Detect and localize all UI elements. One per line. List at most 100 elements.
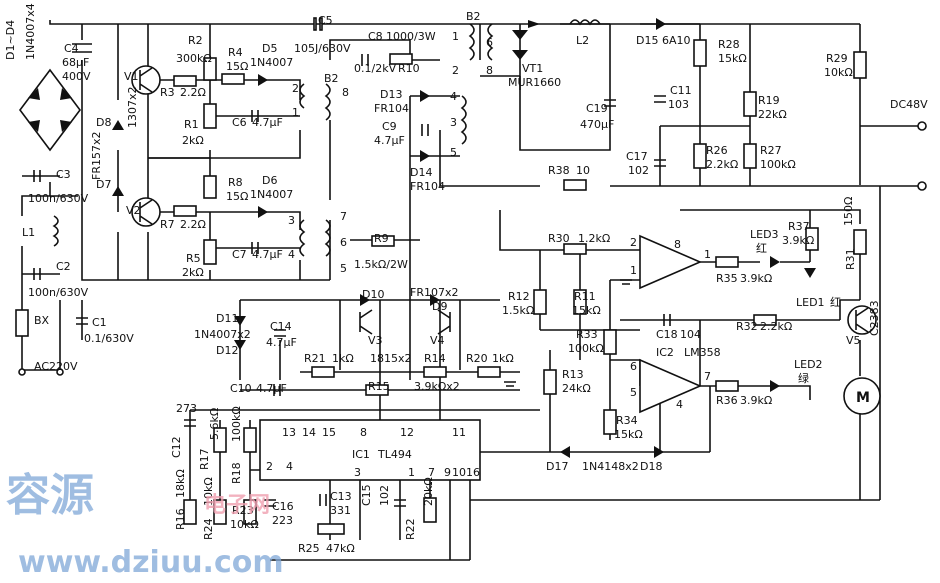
component-label: 1kΩ xyxy=(492,352,514,365)
component-label: LED2 xyxy=(794,358,823,371)
component-label: R16 xyxy=(174,508,187,530)
component-label: 3.9kΩx2 xyxy=(414,380,460,393)
component-label: R31 xyxy=(844,248,857,270)
component-label: 470μF xyxy=(580,118,614,131)
component-label: 4.7μF xyxy=(266,336,297,349)
component-label: 4.7μF xyxy=(374,134,405,147)
component-label: C10 xyxy=(230,382,252,395)
component-label: 红 xyxy=(756,242,767,255)
component-label: FR104 xyxy=(374,102,409,115)
component-label: 1.2kΩ xyxy=(578,232,610,245)
component-label: 绿 xyxy=(798,371,809,385)
capacitor-c19 xyxy=(604,99,616,107)
resistor-r31 xyxy=(853,229,867,255)
led-led3 xyxy=(770,256,780,268)
transistor-v3 xyxy=(359,309,373,335)
component-label: 3.9kΩ xyxy=(782,234,814,247)
capacitor-c5 xyxy=(313,17,323,31)
pin-tl494-3: 3 xyxy=(354,466,361,479)
component-label: 0.1/2kV xyxy=(354,62,397,75)
transistor-v1 xyxy=(131,65,161,95)
component-label: R10 xyxy=(398,62,420,75)
resistor-r30 xyxy=(563,243,587,255)
pin-b2-center-3: 3 xyxy=(450,116,457,129)
component-label: 102 xyxy=(628,164,649,177)
component-label: VT1 xyxy=(522,62,543,75)
component-label: R19 xyxy=(758,94,780,107)
pin-b3-lower-5: 5 xyxy=(340,262,347,275)
component-label: C4 xyxy=(64,42,79,55)
diode-d18 xyxy=(654,446,664,458)
component-label: D12 xyxy=(216,344,238,357)
resistor-r35 xyxy=(715,256,739,268)
component-label: 10kΩ xyxy=(824,66,853,79)
component-label: 400V xyxy=(62,70,91,83)
pin-b2-mid-1: 1 xyxy=(292,106,299,119)
pin-tl494-10: 10 xyxy=(452,466,466,479)
component-label: 1N4148x2 xyxy=(582,460,639,473)
component-label: 1N4007x2 xyxy=(194,328,251,341)
component-label: 103 xyxy=(668,98,689,111)
motor-label: M xyxy=(856,390,870,406)
component-label: FR157x2 xyxy=(90,132,103,180)
resistor-r17 xyxy=(213,427,227,453)
resistor-r1 xyxy=(203,103,217,129)
led-led1 xyxy=(804,268,816,278)
pin-b2-top-8: 8 xyxy=(486,64,493,77)
resistor-r4 xyxy=(221,73,245,85)
pin-tl494-1: 1 xyxy=(408,466,415,479)
component-label: 2kΩ xyxy=(182,134,204,147)
component-label: R38 xyxy=(548,164,570,177)
resistor-r3 xyxy=(173,75,197,87)
resistor-r24 xyxy=(213,499,227,525)
diode-d12 xyxy=(234,340,246,350)
component-label: 1815x2 xyxy=(370,352,412,365)
component-label: C18 xyxy=(656,328,678,341)
component-label: R30 xyxy=(548,232,570,245)
component-label: 10kΩ xyxy=(202,477,215,506)
component-label: C2 xyxy=(56,260,71,273)
capacitor-c8 xyxy=(361,54,369,66)
capacitor-c15 xyxy=(394,499,406,507)
component-label: R32 xyxy=(736,320,758,333)
component-label: C13 xyxy=(330,490,352,503)
resistor-r15 xyxy=(365,384,389,396)
pin-ic2b-6: 6 xyxy=(630,360,637,373)
component-label: R5 xyxy=(186,252,201,265)
component-label: 2.2Ω xyxy=(180,218,206,231)
capacitor-c18 xyxy=(663,314,671,326)
component-label: TL494 xyxy=(377,448,412,461)
resistor-r7 xyxy=(173,205,197,217)
pin-tl494-4: 4 xyxy=(286,460,293,473)
component-label: 18kΩ xyxy=(174,469,187,498)
component-label: 1307x2 xyxy=(126,86,139,128)
pin-ic2b-out-7: 7 xyxy=(704,370,711,383)
component-label: LED1 xyxy=(796,296,825,309)
capacitor-c10 xyxy=(273,384,281,396)
pin-b2-center-5: 5 xyxy=(450,146,457,159)
pin-b3-lower-7: 7 xyxy=(340,210,347,223)
component-label: R23 xyxy=(232,504,254,517)
component-label: 20kΩ xyxy=(422,477,435,506)
component-label: 300kΩ xyxy=(176,52,212,65)
component-label: C16 xyxy=(272,500,294,513)
input-terminal-a xyxy=(18,368,26,376)
component-label: C2383 xyxy=(868,300,881,336)
pin-b2-mid-8: 8 xyxy=(342,86,349,99)
component-label: R7 xyxy=(160,218,175,231)
capacitor-c12 xyxy=(184,419,196,427)
component-label: R13 xyxy=(562,368,584,381)
component-label: C7 xyxy=(232,248,247,261)
component-label: R24 xyxy=(202,518,215,540)
resistor-r21 xyxy=(311,366,335,378)
diode-d14 xyxy=(420,150,430,162)
capacitor-c9 xyxy=(421,124,429,136)
component-label: 102 xyxy=(378,485,391,506)
component-label: 100kΩ xyxy=(760,158,796,171)
component-label: 4.7μF xyxy=(252,116,283,129)
component-label: C15 xyxy=(360,484,373,506)
component-label: D18 xyxy=(640,460,662,473)
component-label: 24kΩ xyxy=(562,382,591,395)
component-label: LM358 xyxy=(684,346,721,359)
component-label: C5 xyxy=(318,14,333,27)
